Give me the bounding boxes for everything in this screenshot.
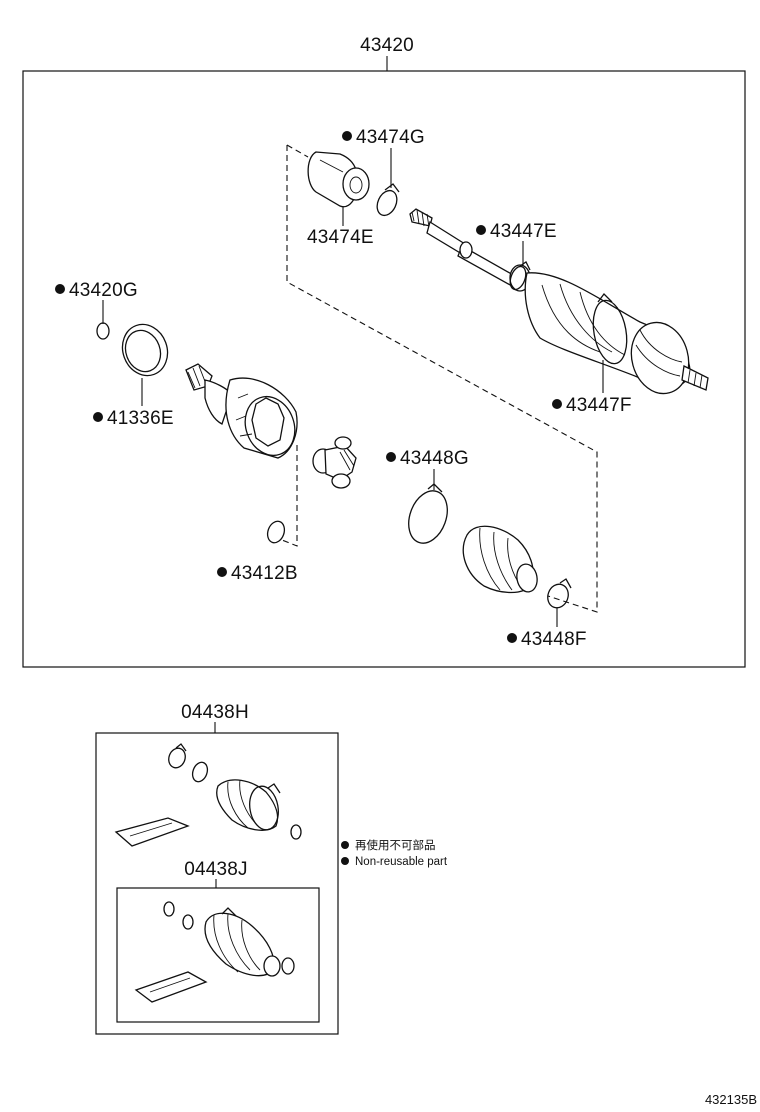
exploded-outline-top bbox=[286, 144, 309, 158]
legend-dot-ja bbox=[341, 841, 349, 849]
clamp-43447E bbox=[509, 261, 531, 291]
svg-text:43420G: 43420G bbox=[69, 280, 138, 301]
kit-label-04438J[interactable]: 04438J bbox=[184, 859, 248, 880]
legend-text-ja: 再使用不可部品 bbox=[355, 838, 436, 852]
legend-text-en: Non-reusable part bbox=[355, 856, 448, 868]
label-43447E[interactable]: 43447E bbox=[476, 221, 557, 242]
non-reusable-dot bbox=[507, 633, 517, 643]
label-41336E[interactable]: 41336E bbox=[93, 408, 174, 429]
non-reusable-dot bbox=[476, 225, 486, 235]
clamp-43448F bbox=[547, 578, 572, 609]
damper-43474E bbox=[307, 151, 370, 208]
svg-text:43448G: 43448G bbox=[400, 448, 469, 469]
non-reusable-dot bbox=[217, 567, 227, 577]
svg-text:43412B: 43412B bbox=[231, 563, 298, 584]
legend: 再使用不可部品 Non-reusable part bbox=[341, 838, 448, 868]
label-43412B[interactable]: 43412B bbox=[217, 563, 298, 584]
kit-frame-04438H bbox=[95, 732, 339, 1035]
label-43420G[interactable]: 43420G bbox=[55, 280, 138, 301]
non-reusable-dot bbox=[552, 399, 562, 409]
outboard-shaft bbox=[409, 208, 709, 395]
label-43448F[interactable]: 43448F bbox=[507, 629, 587, 650]
seal-41336E bbox=[121, 323, 169, 377]
non-reusable-dot bbox=[55, 284, 65, 294]
boot-inboard bbox=[462, 525, 538, 594]
assembly-label[interactable]: 43420 bbox=[360, 35, 414, 56]
spider-outline bbox=[281, 445, 298, 547]
svg-text:43447F: 43447F bbox=[566, 395, 632, 416]
snap-ring-43412B bbox=[266, 520, 286, 544]
clamp-43447F bbox=[592, 293, 628, 365]
kit-04438H-parts bbox=[114, 743, 302, 847]
exploded-outline bbox=[286, 145, 598, 613]
label-43474E[interactable]: 43474E bbox=[307, 227, 374, 248]
label-43448G[interactable]: 43448G bbox=[386, 448, 469, 469]
label-43474G[interactable]: 43474G bbox=[342, 127, 425, 148]
snap-ring-43420G bbox=[96, 322, 110, 340]
legend-dot-en bbox=[341, 857, 349, 865]
assembly-frame bbox=[22, 70, 746, 668]
label-43447F[interactable]: 43447F bbox=[552, 395, 632, 416]
non-reusable-dot bbox=[386, 452, 396, 462]
kit-frame-04438J bbox=[116, 887, 320, 1023]
tripod-spider bbox=[312, 436, 357, 489]
svg-text:41336E: 41336E bbox=[107, 408, 174, 429]
svg-text:43448F: 43448F bbox=[521, 629, 587, 650]
svg-text:43447E: 43447E bbox=[490, 221, 557, 242]
kit-label-04438H[interactable]: 04438H bbox=[181, 702, 249, 723]
clamp-43448G bbox=[408, 483, 448, 544]
svg-text:43474G: 43474G bbox=[356, 127, 425, 148]
inboard-joint-housing bbox=[185, 363, 298, 459]
clip-43474G bbox=[376, 183, 400, 217]
figure-ref: 432135B bbox=[705, 1092, 757, 1107]
kit-04438J-parts bbox=[134, 901, 295, 1003]
non-reusable-dot bbox=[342, 131, 352, 141]
non-reusable-dot bbox=[93, 412, 103, 422]
